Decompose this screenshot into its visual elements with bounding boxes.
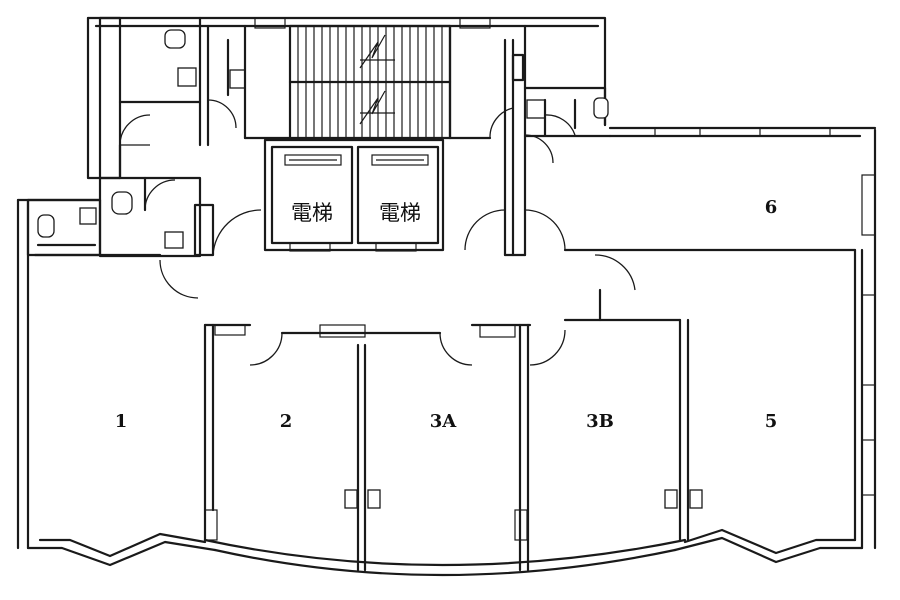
staircase (288, 24, 452, 140)
unit-labels: 1 2 3A 3B 5 6 (115, 197, 778, 432)
unit-3a-label: 3A (430, 411, 458, 432)
lift-shafts (263, 138, 445, 252)
elevator-labels: 電梯 電梯 (291, 201, 421, 225)
column-fixture (367, 489, 381, 509)
column-fixture (689, 489, 703, 509)
toilet-fixture (111, 191, 133, 215)
toilet-block-upper-left (98, 16, 246, 180)
unit-2-label: 2 (280, 411, 293, 432)
sink-fixture (229, 69, 246, 89)
unit-1-label: 1 (115, 411, 128, 432)
corridor-doors (159, 209, 636, 366)
unit-3b-label: 3B (586, 411, 614, 432)
unit-6-label: 6 (765, 197, 778, 218)
sink-fixture (177, 67, 197, 87)
unit-partitions (33, 134, 857, 572)
sink-fixture (79, 207, 97, 225)
elevator-1-label: 電梯 (291, 201, 333, 225)
sink-fixture (526, 99, 546, 119)
toilet-fixture (37, 214, 55, 238)
column-fixture (664, 489, 678, 509)
toilet-fixture (593, 97, 609, 119)
toilet-fixture (164, 29, 186, 49)
core-walls (243, 24, 609, 257)
sink-fixture (164, 231, 184, 249)
unit-5-label: 5 (765, 411, 778, 432)
column-fixture (344, 489, 358, 509)
elevator-2-label: 電梯 (379, 201, 421, 225)
toilet-block-left (26, 176, 215, 258)
